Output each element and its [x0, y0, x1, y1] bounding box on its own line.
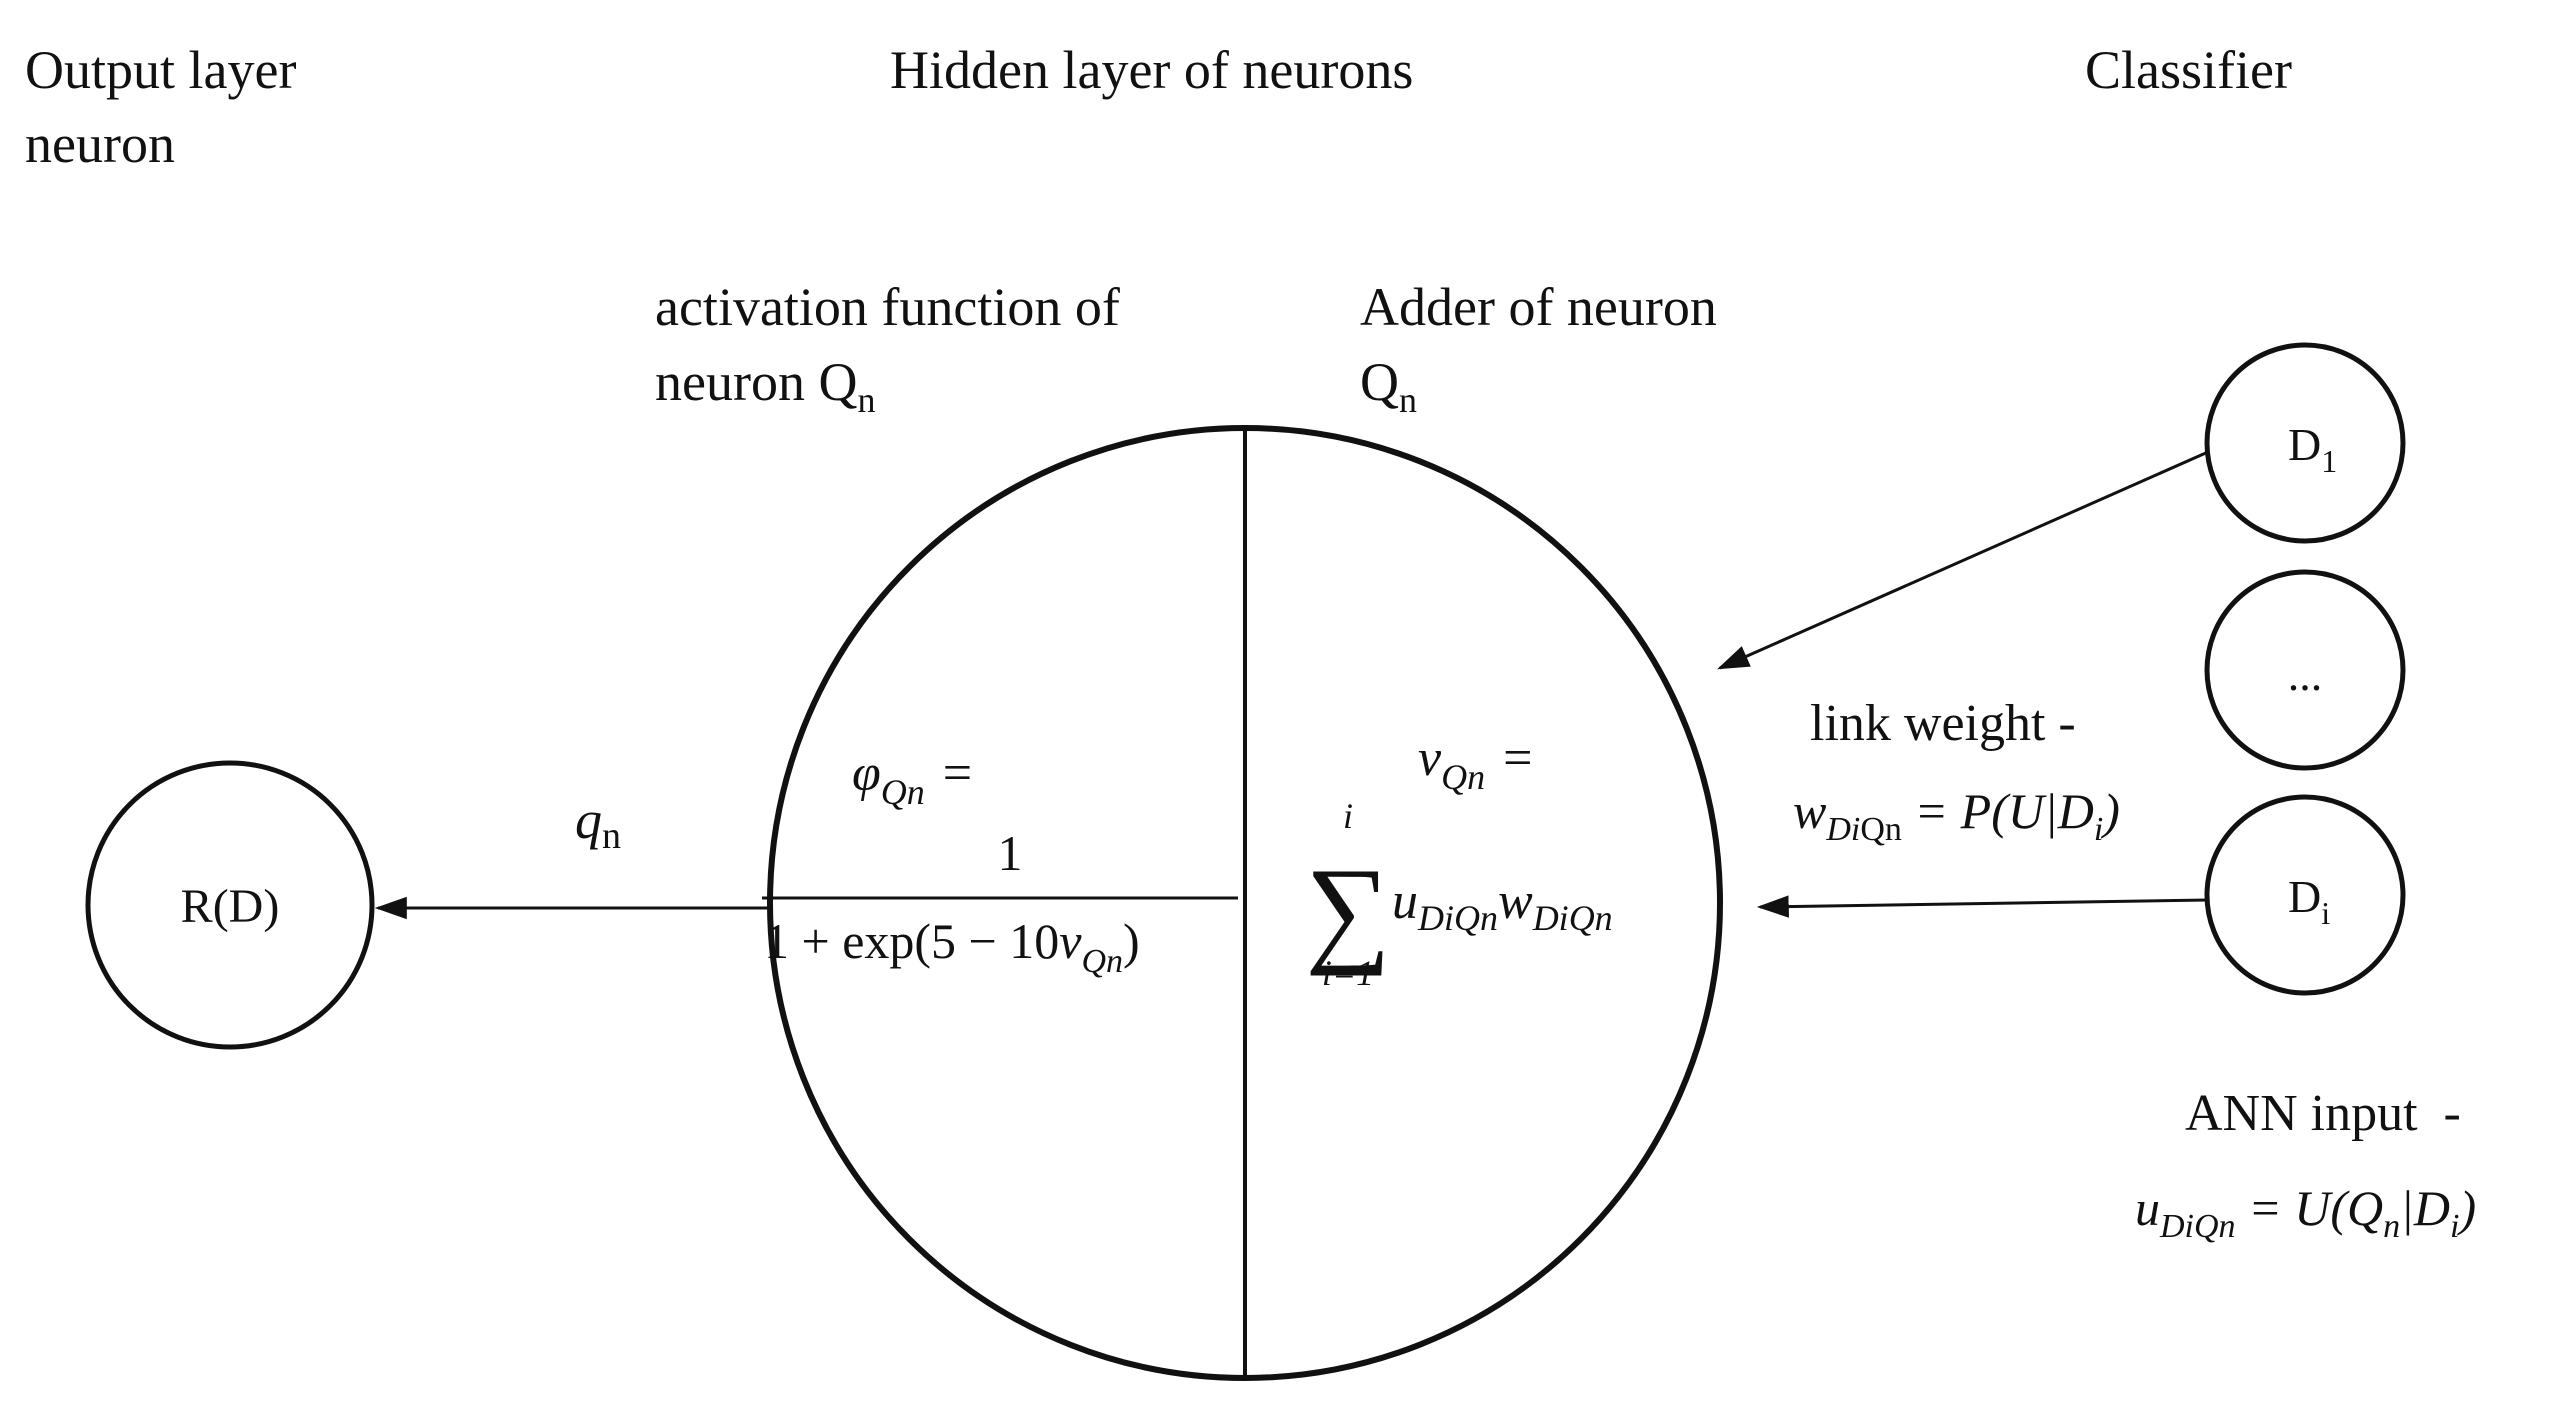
summand-w: w [1498, 873, 1533, 930]
v-subscript: Qn [1441, 757, 1485, 797]
link-weight-sub-italic: Di [1825, 811, 1860, 848]
link-weight-w: w [1793, 783, 1826, 839]
classifier-node-di-label: Di [2288, 871, 2330, 931]
link-weight-label: link weight - [1810, 695, 2076, 752]
sum-lower-limit: i=1 [1322, 953, 1374, 993]
activation-function-label: activation function of [655, 277, 1120, 337]
adder-label-line2-prefix: Q [1360, 352, 1399, 412]
activation-numerator: 1 [998, 825, 1023, 881]
summation-sign: ∑ [1305, 843, 1391, 976]
adder-formula-lhs: vQn = [1418, 730, 1532, 797]
output-neuron-label: R(D) [181, 880, 280, 933]
adder-equals: = [1503, 730, 1532, 787]
output-layer-header-line1: Output layer [25, 40, 296, 100]
signal-label: qn [575, 790, 621, 857]
ann-input-label: ANN input - [2185, 1085, 2461, 1142]
signal-symbol: q [575, 790, 602, 850]
di-prefix: D [2288, 871, 2321, 922]
signal-subscript: n [602, 815, 621, 857]
link-weight-rhs: = P(U|D [1902, 783, 2094, 839]
d1-prefix: D [2288, 419, 2321, 470]
activation-label-line2-sub: n [857, 380, 875, 420]
ann-input-rhs-sub2: i [2450, 1208, 2459, 1245]
classifier-node-d1 [2204, 342, 2406, 544]
classifier-node-ellipsis-label: ... [2288, 649, 2323, 700]
output-layer-header-line2: neuron [25, 114, 175, 174]
v-symbol: v [1418, 730, 1442, 787]
classifier-node-di [2204, 794, 2406, 996]
adder-label: Adder of neuron [1360, 277, 1717, 337]
summand-w-sub: DiQn [1532, 898, 1613, 938]
link-weight-formula: wDiQn = P(U|Di) [1793, 783, 2120, 848]
denominator-prefix: 1 + exp(5 − 10 [764, 913, 1059, 969]
classifier-node-ellipsis [2204, 569, 2406, 771]
classifier-node-d1-label: D1 [2288, 419, 2337, 479]
d1-to-hidden-arrow [1717, 450, 2209, 670]
link-weight-rhs-suffix: ) [2100, 783, 2120, 839]
ann-input-u: u [2135, 1180, 2160, 1236]
summand-u: u [1392, 873, 1418, 930]
d1-sub: 1 [2321, 443, 2337, 479]
link-weight-rhs-sub: i [2094, 811, 2103, 848]
ann-input-u-sub: DiQn [2159, 1208, 2236, 1245]
activation-label-line2-prefix: neuron Q [655, 352, 857, 412]
classifier-header: Classifier [2085, 40, 2292, 100]
adder-label-line1: Adder of neuron [1360, 277, 1717, 337]
output-neuron-circle [85, 760, 375, 1050]
denominator-suffix: ) [1123, 913, 1140, 969]
adder-label-line2: Qn [1360, 352, 1417, 420]
denominator-v: v [1059, 913, 1082, 969]
adder-label-line2-sub: n [1399, 380, 1417, 420]
activation-equals: = [943, 745, 972, 802]
link-weight-sub-upright: Qn [1860, 811, 1902, 848]
ann-input-rhs-prefix: = U(Q [2236, 1180, 2384, 1236]
phi-subscript: Qn [881, 772, 925, 812]
ann-input-rhs-suffix: ) [2456, 1180, 2476, 1236]
hidden-layer-header: Hidden layer of neurons [890, 40, 1413, 100]
sum-upper-limit: i [1343, 796, 1353, 836]
ann-input-rhs-mid: |D [2400, 1180, 2450, 1236]
activation-label-line1: activation function of [655, 277, 1120, 337]
activation-denominator: 1 + exp(5 − 10vQn) [764, 913, 1140, 980]
di-sub: i [2321, 895, 2330, 931]
summand-u-sub: DiQn [1417, 898, 1498, 938]
ann-input-rhs-sub1: n [2383, 1208, 2400, 1245]
di-to-hidden-arrow [1756, 895, 2209, 918]
activation-formula-lhs: φQn = [852, 745, 972, 812]
phi-symbol: φ [852, 745, 881, 802]
denominator-v-sub: Qn [1081, 943, 1123, 980]
adder-summand: uDiQnwDiQn [1392, 873, 1613, 938]
ann-input-formula: uDiQn = U(Qn|Di) [2135, 1180, 2476, 1245]
activation-function-label-line2: neuron Qn [655, 352, 875, 420]
output-layer-header: Output layer neuron [25, 40, 310, 174]
